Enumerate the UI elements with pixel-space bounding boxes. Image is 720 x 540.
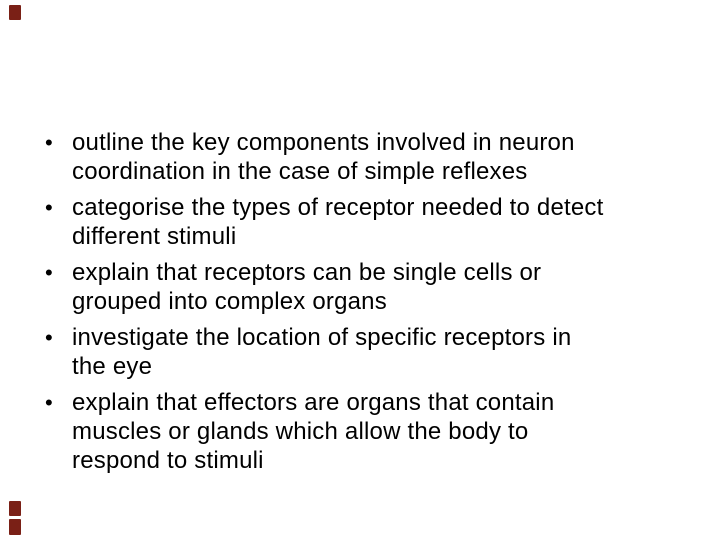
red-edge-mark-bottom-lower: [9, 519, 21, 535]
red-edge-mark-bottom-upper: [9, 501, 21, 516]
list-item: • explain that receptors can be single c…: [45, 258, 710, 316]
bullet-icon: •: [45, 195, 53, 220]
bullet-icon: •: [45, 130, 53, 155]
bullet-text: explain that effectors are organs that c…: [72, 389, 555, 474]
bullet-icon: •: [45, 260, 53, 285]
bullet-icon: •: [45, 390, 53, 415]
list-item: • investigate the location of specific r…: [45, 323, 710, 381]
bullet-text: explain that receptors can be single cel…: [72, 259, 542, 315]
red-edge-mark-top: [9, 5, 21, 20]
bullet-text: categorise the types of receptor needed …: [72, 194, 604, 250]
list-item: • outline the key components involved in…: [45, 128, 710, 186]
bullet-icon: •: [45, 325, 53, 350]
list-item: • categorise the types of receptor neede…: [45, 193, 710, 251]
objectives-bullet-list: • outline the key components involved in…: [45, 128, 710, 482]
list-item: • explain that effectors are organs that…: [45, 388, 710, 475]
bullet-text: outline the key components involved in n…: [72, 129, 575, 185]
bullet-text: investigate the location of specific rec…: [72, 324, 572, 380]
